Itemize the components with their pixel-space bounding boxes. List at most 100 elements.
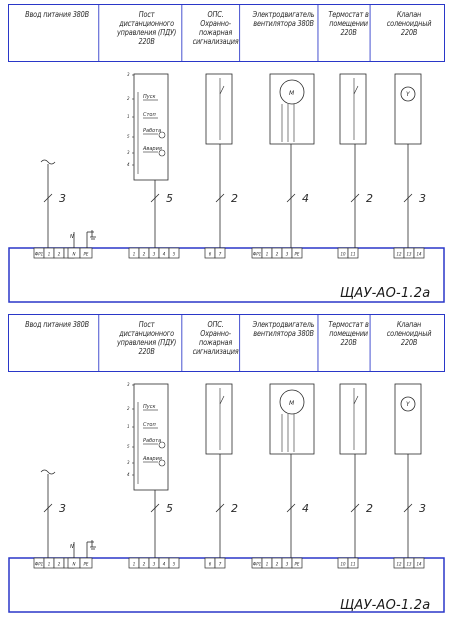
terminal-label: РЕ: [295, 252, 300, 257]
terminal-label: 10: [340, 562, 346, 567]
cable-tick: [403, 193, 413, 203]
pdu-pin: 3: [127, 72, 130, 77]
terminal-label: 1: [266, 562, 269, 567]
header-cell-fire-alarm: ОПС. Охранно-пожарная сигнализация: [192, 5, 241, 61]
header-cell-fan-motor: Электродвигатель вентилятора 380В: [250, 5, 319, 61]
terminal-cell: [79, 557, 93, 569]
header-cell-fire-alarm: ОПС. Охранно-пожарная сигнализация: [192, 315, 241, 371]
pdu-pin: 3: [127, 382, 130, 387]
terminal-box: [8, 557, 445, 613]
fan-motor-box: [269, 383, 315, 455]
pdu-lamp: [158, 149, 166, 157]
cable-count: 4: [302, 192, 309, 205]
cable-tick: [286, 193, 296, 203]
pdu-button-label: Пуск: [143, 94, 156, 100]
terminal-cell: [347, 557, 359, 569]
cable-tick: [43, 193, 53, 203]
wiring-diagram: ФР1123NРЕ1234567ФР1123РЕ1011121314352423…: [8, 382, 445, 613]
header-cell-solenoid-valve: Клапан соленоидный 220В: [386, 10, 432, 37]
cable-tick: [350, 503, 360, 513]
terminal-label: 1: [266, 252, 269, 257]
motor-circle: [279, 389, 305, 415]
terminal-label: 14: [416, 562, 422, 567]
cable-count: 3: [59, 502, 66, 515]
terminal-label: N: [73, 562, 76, 567]
cable-count: 5: [166, 192, 173, 205]
contact-switch: [219, 85, 225, 95]
cable-tick: [350, 193, 360, 203]
contact-switch: [353, 395, 359, 405]
thermostat-box: [339, 73, 367, 145]
pdu-pin: 4: [127, 162, 130, 167]
terminal-label: РЕ: [84, 562, 89, 567]
pdu-button-label: Авария: [142, 146, 162, 152]
terminal-label: 1: [48, 252, 51, 257]
schematic-sheet-bottom: Ввод питания 380В Пост дистанционного уп…: [8, 314, 445, 618]
panel-label: ЩАУ-АО-1.2а: [340, 286, 431, 301]
terminal-cell: [347, 247, 359, 259]
pdu-pin: 5: [127, 444, 130, 449]
solenoid-valve-box: [394, 73, 422, 145]
terminal-label: 12: [396, 562, 402, 567]
terminal-label: 13: [406, 252, 412, 257]
pdu-box: [133, 383, 169, 491]
terminal-label: 6: [209, 562, 212, 567]
terminal-label: 5: [173, 252, 176, 257]
cable-tick: [150, 193, 160, 203]
cable-count: 4: [302, 502, 309, 515]
neutral-mark: N: [70, 544, 74, 550]
terminal-label: 5: [173, 562, 176, 567]
terminal-label: 2: [58, 252, 61, 257]
terminal-cell: [291, 557, 303, 569]
terminal-label: 7: [219, 562, 222, 567]
cable-tick: [215, 503, 225, 513]
terminal-label: ФР1: [253, 562, 261, 567]
terminal-label: 11: [350, 562, 355, 567]
fan-motor-box: [269, 73, 315, 145]
thermostat-box: [339, 383, 367, 455]
header-cell-thermostat: Термостат в помещении 220В: [328, 315, 371, 371]
pdu-lamp: [158, 459, 166, 467]
terminal-label: 11: [350, 252, 355, 257]
header-cell-remote-control: Пост дистанционного управления (ПДУ) 220…: [112, 315, 183, 371]
cable-tick: [286, 503, 296, 513]
header-table: Ввод питания 380В Пост дистанционного уп…: [8, 314, 445, 372]
cable-tick: [215, 193, 225, 203]
terminal-label: 3: [286, 562, 289, 567]
terminal-label: ФР1: [35, 252, 43, 257]
cable-count: 2: [366, 192, 373, 205]
terminal-label: 2: [143, 562, 146, 567]
pdu-button-label: Работа: [143, 128, 161, 134]
fire-alarm-contact-box: [205, 73, 233, 145]
ac-supply-symbol: [40, 469, 56, 475]
pdu-pin: 1: [127, 424, 130, 429]
pdu-pin: 2: [127, 406, 130, 411]
header-cell-fan-motor: Электродвигатель вентилятора 380В: [250, 315, 319, 371]
terminal-label: 14: [416, 252, 422, 257]
valve-circle: [400, 86, 416, 102]
pdu-button-label: Стоп: [143, 112, 156, 118]
terminal-label: 3: [153, 252, 156, 257]
terminal-label: 12: [396, 252, 402, 257]
pdu-lamp: [158, 441, 166, 449]
terminal-label: ФР1: [253, 252, 261, 257]
fire-alarm-contact-box: [205, 383, 233, 455]
motor-symbol: М: [289, 400, 295, 407]
pdu-button-label: Стоп: [143, 422, 156, 428]
cable-tick: [43, 503, 53, 513]
cable-count: 3: [419, 502, 426, 515]
wiring-diagram: ФР1123NРЕ1234567ФР1123РЕ1011121314352423…: [8, 72, 445, 303]
panel-label: ЩАУ-АО-1.2а: [340, 598, 431, 613]
pdu-button-label: Работа: [143, 438, 161, 444]
cable-count: 2: [231, 502, 238, 515]
neutral-mark: N: [70, 234, 74, 240]
terminal-label: 7: [219, 252, 222, 257]
terminal-box: [8, 247, 445, 303]
terminal-label: 3: [153, 562, 156, 567]
terminal-label: РЕ: [295, 562, 300, 567]
solenoid-valve-box: [394, 383, 422, 455]
terminal-label: 1: [133, 562, 136, 567]
pdu-lamp: [158, 131, 166, 139]
cable-count: 3: [419, 192, 426, 205]
pdu-pin: 1: [127, 114, 130, 119]
